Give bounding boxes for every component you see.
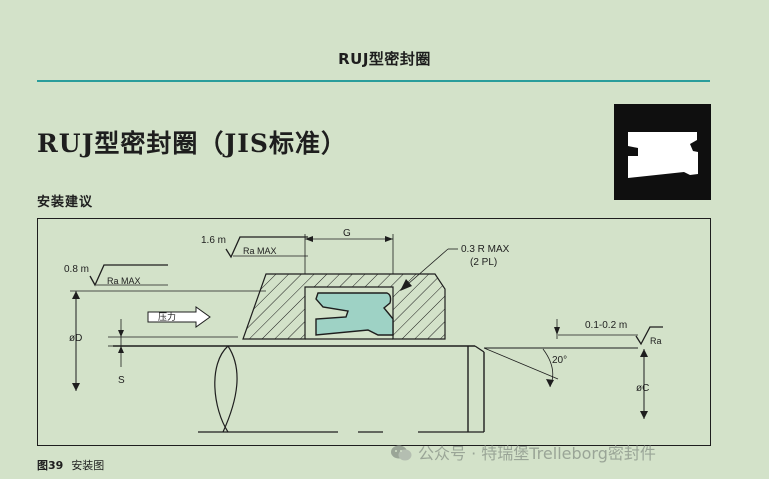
seal xyxy=(315,292,394,336)
label-0-8: 0.8 m xyxy=(64,264,90,275)
header-divider xyxy=(37,80,710,82)
figure-caption: 图39 安装图 xyxy=(37,457,104,473)
watermark-text: 公众号 · 特瑞堡Trelleborg密封件 xyxy=(418,444,656,463)
watermark: 公众号 · 特瑞堡Trelleborg密封件 xyxy=(390,440,656,466)
section-heading: 安装建议 xyxy=(37,195,94,210)
seal-profile-icon xyxy=(614,104,711,200)
label-s: S xyxy=(118,375,125,386)
page-title: RUJ型密封圈（JIS标准） xyxy=(37,129,347,158)
label-radius: 0.3 R MAX xyxy=(461,244,510,255)
label-angle: 20° xyxy=(552,355,568,366)
housing xyxy=(242,273,446,340)
label-od: øD xyxy=(69,333,83,344)
running-header: RUJ型密封圈 xyxy=(338,50,431,68)
label-pressure: 压力 xyxy=(158,312,177,322)
label-g: G xyxy=(343,228,351,239)
label-ra-max-2: Ra MAX xyxy=(107,276,141,286)
label-1-6: 1.6 m xyxy=(201,235,227,246)
installation-diagram: 1.6 m Ra MAX G 0.3 R MAX (2 PL) 0.8 m Ra… xyxy=(37,218,711,446)
label-ra: Ra xyxy=(650,336,662,346)
label-oc: øC xyxy=(636,383,650,394)
figure-text: 安装图 xyxy=(71,459,105,472)
installation-drawing xyxy=(70,234,663,433)
figure-number: 图39 xyxy=(37,459,64,472)
label-ra-max-1: Ra MAX xyxy=(243,246,277,256)
label-0-1-0-2: 0.1-0.2 m xyxy=(585,320,628,331)
wechat-icon xyxy=(390,444,412,466)
label-radius-note: (2 PL) xyxy=(470,257,498,268)
